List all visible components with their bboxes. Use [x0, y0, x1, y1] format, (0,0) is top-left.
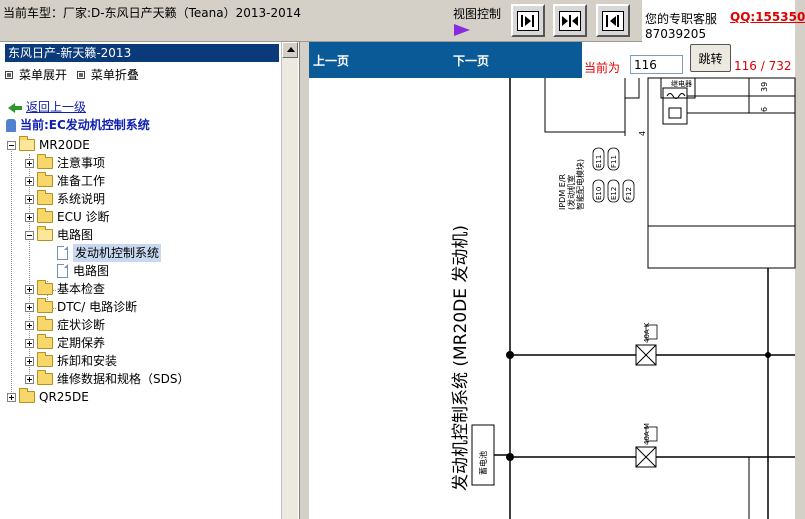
page-nav-bar: 上一页 下一页 当前为 跳转 116 / 732 — [309, 42, 795, 78]
view-control-arrow-icon — [454, 24, 470, 36]
top-bar: 当前车型：厂家:D-东风日产天籁（Teana）2013-2014 视图控制 — [0, 0, 805, 42]
connector-e12: E12 — [610, 187, 618, 200]
service-phone: 87039205 — [645, 27, 707, 41]
tree-node-item[interactable]: 注意事项 — [25, 154, 105, 172]
tree-node-wiring[interactable]: 电路图 — [25, 226, 93, 244]
tree-node-item[interactable]: 准备工作 — [25, 172, 105, 190]
expand-icon[interactable] — [25, 338, 34, 348]
relay-label: 继电器 — [671, 79, 692, 88]
tree-node-qr25de[interactable]: QR25DE — [7, 388, 89, 406]
current-section-label: 当前:EC发动机控制系统 — [6, 116, 150, 133]
vehicle-title: 当前车型：厂家:D-东风日产天籁（Teana）2013-2014 — [3, 6, 302, 20]
view-left-pane-button[interactable] — [596, 4, 630, 37]
document-icon — [57, 246, 68, 260]
tree-node-item[interactable]: DTC/ 电路诊断 — [25, 298, 137, 316]
collapse-all-icon — [76, 70, 85, 79]
menu-toolbar: 菜单展开 菜单折叠 — [5, 66, 145, 83]
expand-icon[interactable] — [25, 176, 34, 186]
prev-page-button[interactable]: 上一页 — [313, 54, 350, 68]
expand-icon[interactable] — [7, 392, 16, 402]
connector-f11: F11 — [610, 155, 618, 168]
folder-icon — [19, 388, 35, 403]
jump-button[interactable]: 跳转 — [690, 44, 731, 72]
fuse-1-label: 40A K — [643, 322, 651, 343]
wire-number-4: 4 — [638, 131, 647, 136]
tree-node-engine-control[interactable]: 发动机控制系统 — [57, 244, 162, 262]
page-control: 当前为 跳转 116 / 732 — [582, 42, 795, 78]
qq-link[interactable]: QQ:155350 — [730, 10, 805, 24]
tree-node-item[interactable]: 系统说明 — [25, 190, 105, 208]
folder-icon — [37, 316, 53, 331]
panel-header: 东风日产-新天籁-2013 — [5, 44, 279, 62]
splitter[interactable] — [300, 42, 309, 519]
view-right-pane-button[interactable] — [511, 4, 545, 37]
connector-e11: E11 — [595, 155, 603, 168]
expand-icon[interactable] — [25, 320, 34, 330]
expand-right-icon — [517, 10, 539, 31]
expand-icon[interactable] — [25, 194, 34, 204]
menu-expand-button[interactable]: 菜单展开 — [5, 66, 67, 83]
connector-f12: F12 — [625, 187, 633, 200]
expand-icon[interactable] — [25, 374, 34, 384]
folder-icon — [37, 352, 53, 367]
wiring-diagram-viewer[interactable]: 39 6 4 继电器 E11 F11 E10 E12 F12 40A K 40A… — [309, 77, 796, 519]
back-arrow-icon — [8, 102, 22, 113]
wire-number-39: 39 — [760, 82, 769, 92]
folder-icon — [37, 172, 53, 187]
folder-icon — [37, 298, 53, 313]
view-split-button[interactable] — [553, 4, 587, 37]
expand-icon[interactable] — [25, 158, 34, 168]
collapse-icon[interactable] — [25, 230, 34, 240]
menu-collapse-button[interactable]: 菜单折叠 — [76, 66, 139, 83]
view-control-label: 视图控制 — [453, 7, 502, 21]
current-page-label: 当前为 — [584, 61, 621, 75]
back-link[interactable]: 返回上一级 — [8, 98, 86, 115]
page-number-input[interactable] — [630, 55, 683, 74]
expand-icon[interactable] — [25, 302, 34, 312]
folder-icon — [37, 370, 53, 385]
wiring-diagram-svg: 39 6 4 继电器 E11 F11 E10 E12 F12 40A K 40A… — [471, 77, 796, 519]
next-page-button[interactable]: 下一页 — [453, 54, 490, 68]
scroll-up-arrow-icon[interactable] — [282, 42, 298, 58]
expand-icon[interactable] — [25, 284, 34, 294]
tree-node-item[interactable]: ECU 诊断 — [25, 208, 110, 226]
expand-icon[interactable] — [25, 212, 34, 222]
tree-node-mr20de[interactable]: MR20DE — [7, 136, 90, 154]
tree-node-wiring-diagram[interactable]: 电路图 — [57, 262, 109, 280]
tree-node-item[interactable]: 拆卸和安装 — [25, 352, 117, 370]
expand-all-icon — [5, 70, 13, 79]
tree-node-item[interactable]: 基本检查 — [25, 280, 105, 298]
tree-node-item[interactable]: 维修数据和规格（SDS） — [25, 370, 189, 388]
page-count: 116 / 732 — [734, 59, 792, 73]
fuse-2-label: 40A M — [643, 423, 651, 445]
folder-open-icon — [37, 226, 53, 241]
folder-icon — [37, 208, 53, 223]
split-view-icon — [559, 10, 581, 31]
diagram-title: 发动机控制系统 (MR20DE 发动机) — [451, 224, 471, 491]
tree-node-item[interactable]: 定期保养 — [25, 334, 105, 352]
connector-e10: E10 — [595, 187, 603, 200]
vertical-scrollbar[interactable] — [281, 42, 298, 519]
folder-icon — [37, 334, 53, 349]
folder-icon — [37, 154, 53, 169]
wire-number-6: 6 — [760, 107, 769, 112]
expand-left-icon — [602, 10, 624, 31]
folder-open-icon — [19, 136, 35, 151]
ipdm-label: IPDM E/R (发动机室 智能配电模块) — [558, 158, 585, 210]
battery-label: 蓄电池 — [478, 451, 488, 475]
service-label: 您的专职客服 — [645, 12, 718, 26]
tree-node-item[interactable]: 症状诊断 — [25, 316, 105, 334]
expand-icon[interactable] — [25, 356, 34, 366]
folder-icon — [37, 190, 53, 205]
database-icon — [6, 119, 16, 132]
collapse-icon[interactable] — [7, 140, 16, 150]
navigation-panel: 东风日产-新天籁-2013 菜单展开 菜单折叠 返回上一级 当前:EC发动机控制… — [0, 42, 300, 519]
document-icon — [57, 264, 68, 278]
folder-icon — [37, 280, 53, 295]
customer-service-area: 您的专职客服 QQ:155350 87039205 — [642, 0, 805, 42]
